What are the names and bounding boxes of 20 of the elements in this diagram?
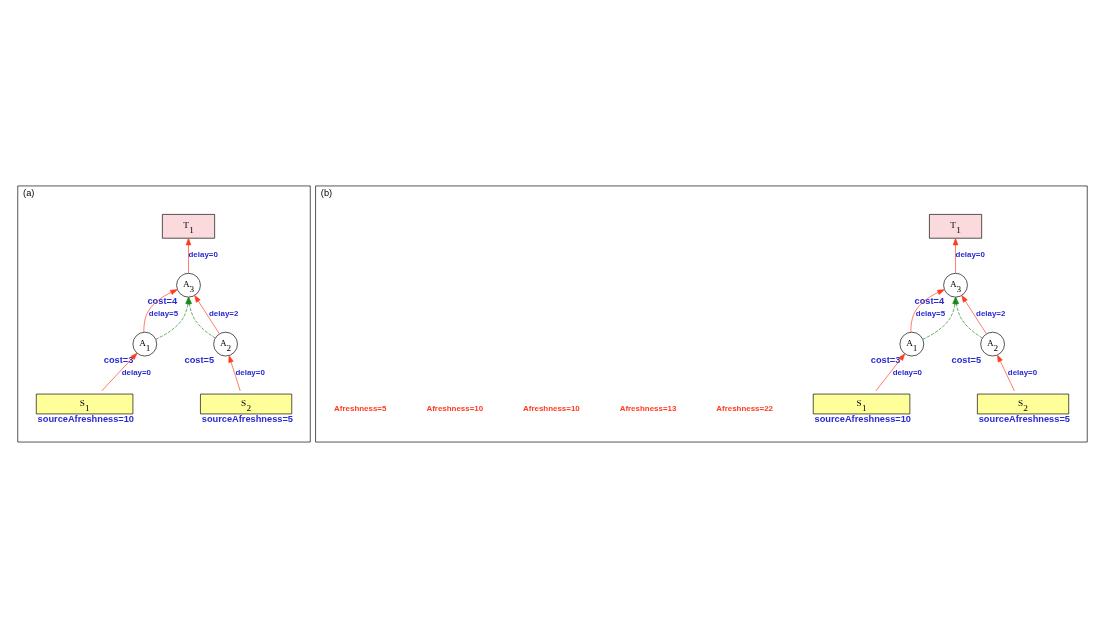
arrow (185, 238, 192, 274)
arrow (961, 295, 987, 334)
arrow (875, 353, 906, 392)
arrow (228, 355, 241, 392)
arrow (194, 295, 220, 334)
node-label: sourceAfreshness=10 (814, 414, 911, 425)
node-label: sourceAfreshness=5 (201, 414, 294, 425)
node-label: cost=5 (951, 354, 982, 365)
arrow (997, 354, 1015, 392)
arrow (143, 289, 178, 333)
arrow (952, 238, 959, 274)
node-label: sourceAfreshness=5 (978, 414, 1070, 425)
node-label: cost=3 (103, 354, 134, 365)
node-label: cost=3 (870, 354, 901, 365)
arrow (910, 289, 945, 333)
node-label: cost=4 (914, 295, 945, 306)
node-label: cost=4 (147, 295, 178, 306)
node-label: sourceAfreshness=10 (37, 414, 135, 425)
arrow (101, 352, 138, 392)
node-label: cost=5 (184, 354, 215, 365)
